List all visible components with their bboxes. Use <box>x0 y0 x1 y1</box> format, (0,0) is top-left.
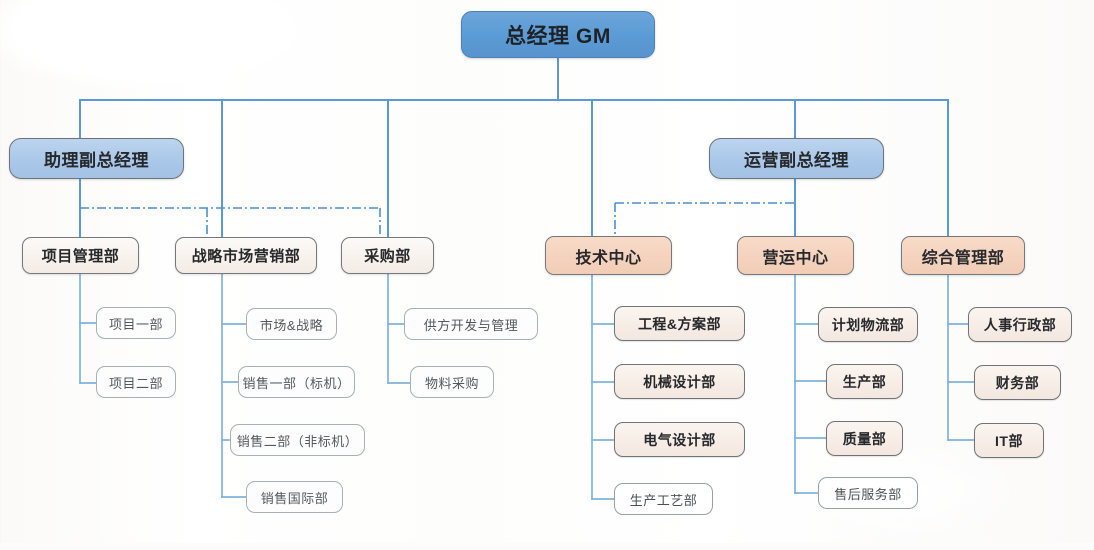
node-strategy-marketing[interactable]: 战略市场营销部 <box>175 237 317 274</box>
node-general-admin[interactable]: 综合管理部 <box>901 236 1025 275</box>
node-after-sales[interactable]: 售后服务部 <box>818 477 918 509</box>
node-purchasing[interactable]: 采购部 <box>341 237 434 274</box>
node-project-mgmt[interactable]: 项目管理部 <box>22 237 139 274</box>
node-sales-intl[interactable]: 销售国际部 <box>246 481 343 513</box>
node-it[interactable]: IT部 <box>974 423 1044 458</box>
node-project-2[interactable]: 项目二部 <box>96 366 176 398</box>
node-production[interactable]: 生产部 <box>826 364 903 399</box>
node-ops-center[interactable]: 营运中心 <box>737 236 854 275</box>
node-production-process[interactable]: 生产工艺部 <box>614 483 713 515</box>
node-sales-1[interactable]: 销售一部（标机） <box>238 366 355 398</box>
node-finance[interactable]: 财务部 <box>974 365 1061 400</box>
node-hr-admin[interactable]: 人事行政部 <box>968 307 1072 342</box>
node-tech-center[interactable]: 技术中心 <box>545 236 672 275</box>
node-material-purchase[interactable]: 物料采购 <box>410 366 494 398</box>
node-vp-operations[interactable]: 运营副总经理 <box>709 138 884 179</box>
node-electrical-design[interactable]: 电气设计部 <box>614 422 745 457</box>
node-gm[interactable]: 总经理 GM <box>461 11 655 58</box>
node-supplier-dev[interactable]: 供方开发与管理 <box>404 308 538 340</box>
node-mechanical-design[interactable]: 机械设计部 <box>614 364 745 399</box>
node-quality[interactable]: 质量部 <box>826 421 903 456</box>
node-project-1[interactable]: 项目一部 <box>96 307 176 339</box>
node-vp-assistant[interactable]: 助理副总经理 <box>9 138 184 179</box>
node-planning-logistics[interactable]: 计划物流部 <box>818 307 918 342</box>
node-sales-2[interactable]: 销售二部（非标机） <box>230 424 365 456</box>
node-market-strategy[interactable]: 市场&战略 <box>246 308 337 340</box>
node-engineering-solution[interactable]: 工程&方案部 <box>614 306 745 341</box>
